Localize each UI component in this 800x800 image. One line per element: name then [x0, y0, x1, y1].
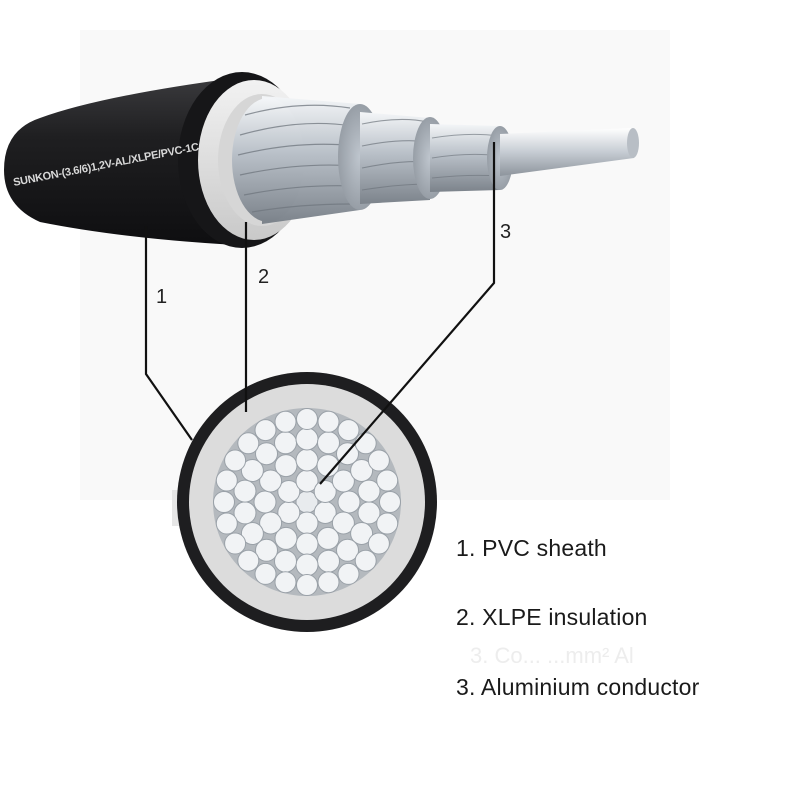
- aluminium-strand: [240, 459, 264, 482]
- legend-xlpe-insulation: 2. XLPE insulation: [456, 604, 648, 630]
- center-rod: [500, 128, 634, 176]
- aluminium-strand: [215, 469, 238, 492]
- aluminium-strand: [317, 410, 340, 433]
- aluminium-strand: [331, 469, 355, 493]
- aluminium-strand: [259, 469, 283, 493]
- outer-strand-bundle: [232, 98, 304, 222]
- aluminium-strand: [336, 538, 359, 562]
- aluminium-strand: [240, 522, 264, 545]
- aluminium-strand: [295, 427, 319, 451]
- leader-line-1: [144, 226, 193, 441]
- legend-ghost-text: 3. Co... ...mm² Al: [470, 643, 634, 668]
- aluminium-strand: [274, 454, 298, 478]
- aluminium-strand: [254, 419, 277, 442]
- legend-aluminium-conductor: 3. Aluminium conductor: [456, 674, 700, 700]
- center-rod-end: [627, 128, 639, 158]
- aluminium-strand: [295, 532, 319, 556]
- aluminium-strand: [379, 491, 401, 513]
- aluminium-strand: [255, 538, 278, 562]
- aluminium-strand: [277, 480, 301, 503]
- aluminium-strand: [215, 512, 238, 535]
- cable-cross-section: [172, 372, 437, 632]
- aluminium-strand: [354, 549, 377, 572]
- aluminium-strand: [296, 574, 318, 596]
- aluminium-strand: [213, 491, 235, 513]
- aluminium-strand: [233, 479, 257, 503]
- aluminium-strand: [313, 480, 337, 503]
- aluminium-strand: [357, 479, 381, 503]
- aluminium-strand: [254, 562, 277, 585]
- aluminium-strand: [337, 419, 360, 442]
- aluminium-strand: [367, 532, 390, 555]
- cable-perspective: SUNKON-(3.6/6)1,2V-AL/XLPE/PVC-1C: [4, 72, 639, 248]
- aluminium-strand: [376, 512, 399, 535]
- aluminium-strand: [350, 459, 374, 482]
- aluminium-strand: [317, 431, 340, 455]
- callout-3: 3: [500, 221, 511, 243]
- aluminium-strand: [296, 408, 318, 430]
- aluminium-strand: [224, 532, 247, 555]
- aluminium-strand: [295, 448, 319, 472]
- aluminium-strand: [274, 431, 297, 455]
- aluminium-strand: [253, 490, 277, 514]
- aluminium-strand: [274, 549, 297, 573]
- aluminium-strand: [317, 549, 340, 573]
- aluminium-strand: [354, 432, 377, 455]
- aluminium-strand: [331, 511, 355, 535]
- aluminium-strand: [367, 449, 390, 472]
- aluminium-strand: [274, 410, 297, 433]
- aluminium-strand: [376, 469, 399, 492]
- section-shadow: [172, 490, 182, 526]
- leader-lines: [144, 142, 496, 485]
- aluminium-strand: [337, 490, 361, 514]
- callout-2: 2: [258, 266, 269, 288]
- callout-1: 1: [156, 286, 167, 308]
- aluminium-strand: [237, 549, 260, 572]
- aluminium-strand: [274, 526, 298, 550]
- aluminium-strand: [255, 442, 278, 466]
- middle-strand-layer: [360, 112, 430, 204]
- leader-line-3: [319, 142, 496, 485]
- section-strands: [213, 408, 401, 596]
- aluminium-strand: [337, 562, 360, 585]
- aluminium-strand: [316, 454, 340, 478]
- aluminium-strand: [224, 449, 247, 472]
- aluminium-strand: [350, 522, 374, 545]
- aluminium-strand: [295, 553, 319, 577]
- aluminium-strand: [274, 571, 297, 594]
- legend-pvc-sheath: 1. PVC sheath: [456, 535, 607, 561]
- aluminium-strand: [316, 526, 340, 550]
- aluminium-strand: [237, 432, 260, 455]
- aluminium-strand: [317, 571, 340, 594]
